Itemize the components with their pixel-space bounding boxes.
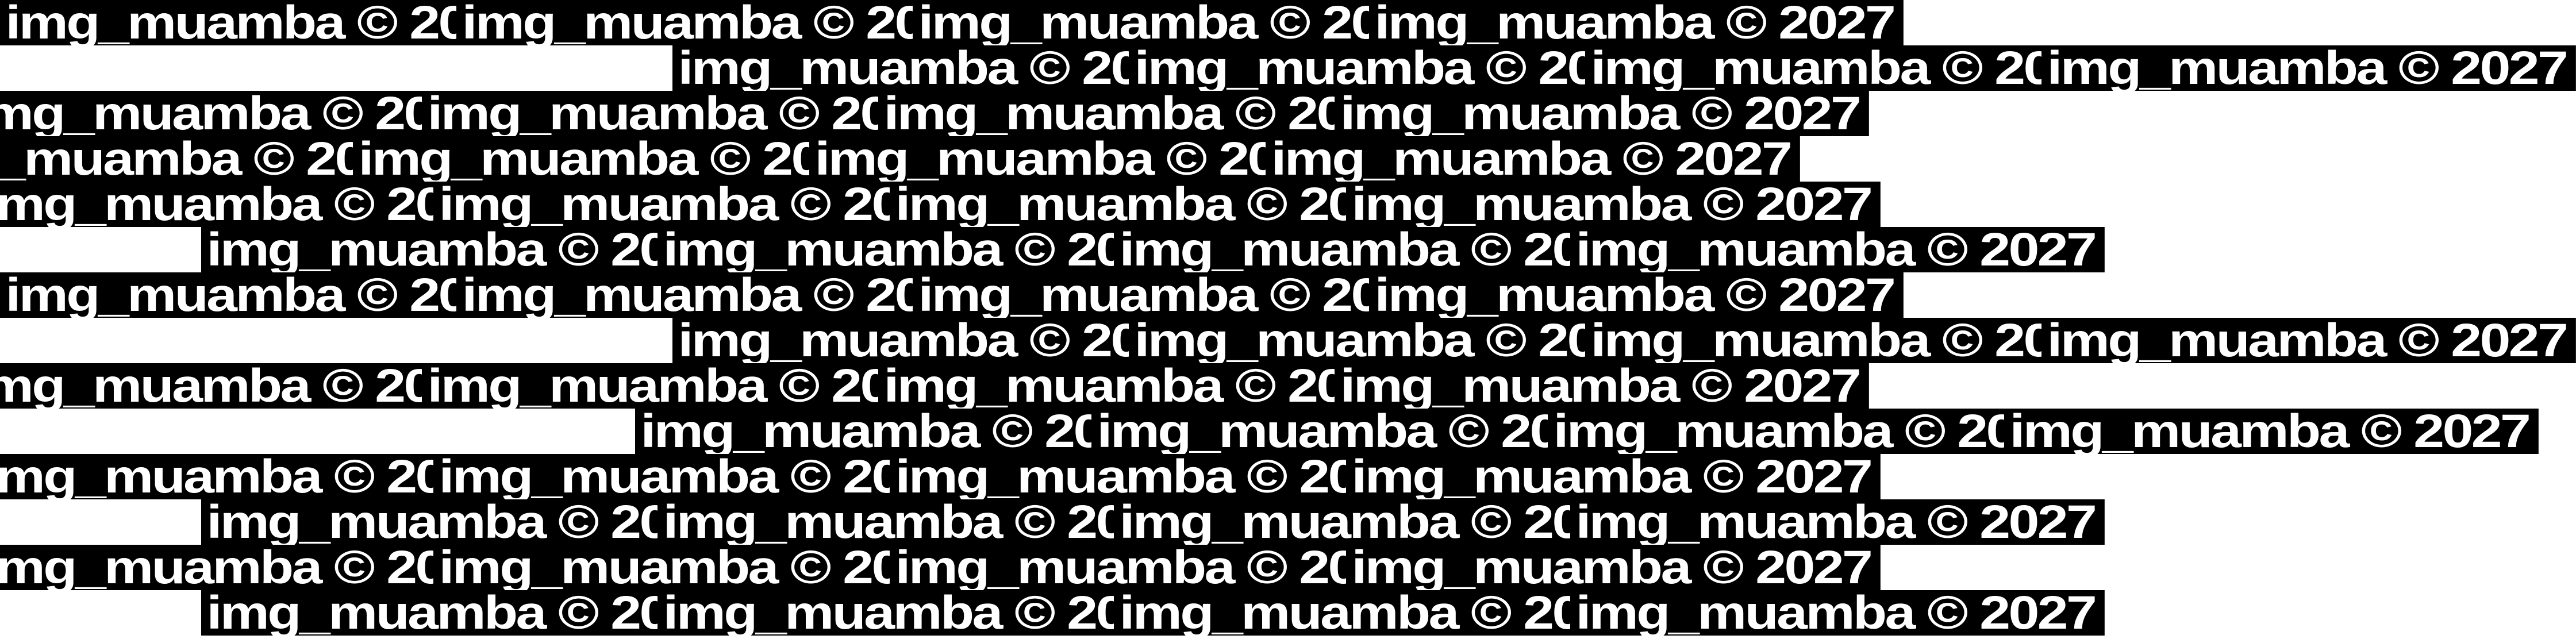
watermark-text: img_muamba © 2027: [201, 499, 736, 546]
watermark-stripe: img_muamba © 2027img_muamba © 2027img_mu…: [0, 181, 1881, 228]
watermark-text: img_muamba © 2027: [1548, 408, 2082, 455]
watermark-text: img_muamba © 2027: [433, 544, 968, 591]
watermark-stripe: img_muamba © 2027img_muamba © 2027img_mu…: [0, 408, 2539, 455]
watermark-stripe: img_muamba © 2027img_muamba © 2027img_mu…: [0, 453, 1881, 501]
watermark-text: img_muamba © 2027: [433, 453, 968, 501]
watermark-stripe: img_muamba © 2027img_muamba © 2027img_mu…: [0, 544, 1881, 591]
watermark-text: img_muamba © 2027: [2041, 317, 2576, 364]
watermark-text: img_muamba © 2027: [878, 90, 1413, 137]
watermark-stripe: img_muamba © 2027img_muamba © 2027img_mu…: [0, 590, 2105, 637]
watermark-text: img_muamba © 2027: [0, 453, 512, 501]
watermark-text: img_muamba © 2027: [422, 90, 956, 137]
watermark-text: img_muamba © 2027: [1346, 544, 1881, 591]
watermark-text: img_muamba © 2027: [433, 181, 968, 228]
watermark-text: img_muamba © 2027: [2004, 408, 2539, 455]
watermark-text: img_muamba © 2027: [0, 181, 512, 228]
watermark-text: img_muamba © 2027: [890, 544, 1424, 591]
watermark-text: img_muamba © 2027: [0, 544, 512, 591]
watermark-text: img_muamba © 2027: [1266, 136, 1800, 183]
watermark-stripe: img_muamba © 2027img_muamba © 2027img_mu…: [0, 136, 1800, 183]
watermark-text: img_muamba © 2027: [1129, 45, 1663, 92]
watermark-text: img_muamba © 2027: [1346, 181, 1881, 228]
watermark-text: img_muamba © 2027: [1335, 363, 1869, 410]
watermark-text: img_muamba © 2027: [658, 226, 1192, 274]
watermark-text: img_muamba © 2027: [0, 90, 500, 137]
watermark-text: img_muamba © 2027: [1114, 499, 1648, 546]
watermark-text: img_muamba © 2027: [1114, 226, 1648, 274]
watermark-text: img_muamba © 2027: [422, 363, 956, 410]
watermark-text: img_muamba © 2027: [913, 0, 1447, 47]
watermark-text: img_muamba © 2027: [0, 0, 535, 47]
watermark-text: img_muamba © 2027: [890, 453, 1424, 501]
watermark-text: img_muamba © 2027: [913, 272, 1447, 319]
watermark-text: img_muamba © 2027: [878, 363, 1413, 410]
watermark-text: img_muamba © 2027: [1129, 317, 1663, 364]
watermark-stripe: img_muamba © 2027img_muamba © 2027img_mu…: [0, 90, 1869, 137]
watermark-text: img_muamba © 2027: [353, 136, 887, 183]
watermark-text: img_muamba © 2027: [890, 181, 1424, 228]
watermark-stripe: img_muamba © 2027img_muamba © 2027img_mu…: [0, 363, 1869, 410]
watermark-text: img_muamba © 2027: [201, 590, 736, 637]
watermark-text: img_muamba © 2027: [1335, 90, 1869, 137]
watermark-text: img_muamba © 2027: [1346, 453, 1881, 501]
watermark-text: img_muamba © 2027: [1570, 499, 2105, 546]
watermark-text: img_muamba © 2027: [1570, 226, 2105, 274]
watermark-text: img_muamba © 2027: [1570, 590, 2105, 637]
watermark-stripe: img_muamba © 2027img_muamba © 2027img_mu…: [0, 272, 1904, 319]
watermark-text: img_muamba © 2027: [1114, 590, 1648, 637]
watermark-text: img_muamba © 2027: [672, 317, 1207, 364]
watermark-text: img_muamba © 2027: [1091, 408, 1626, 455]
watermark-text: img_muamba © 2027: [635, 408, 1170, 455]
watermark-text: img_muamba © 2027: [672, 45, 1207, 92]
watermark-stripe: img_muamba © 2027img_muamba © 2027img_mu…: [0, 226, 2105, 274]
watermark-text: img_muamba © 2027: [2041, 45, 2576, 92]
watermark-text: img_muamba © 2027: [658, 590, 1192, 637]
watermark-text: img_muamba © 2027: [201, 226, 736, 274]
watermark-text: img_muamba © 2027: [456, 0, 991, 47]
watermark-text: img_muamba © 2027: [658, 499, 1192, 546]
watermark-text: img_muamba © 2027: [1585, 317, 2120, 364]
watermark-text: img_muamba © 2027: [456, 272, 991, 319]
watermark-text: img_muamba © 2027: [809, 136, 1344, 183]
watermark-stripe: img_muamba © 2027img_muamba © 2027img_mu…: [0, 317, 2576, 364]
watermark-text: img_muamba © 2027: [0, 272, 535, 319]
watermark-text: img_muamba © 2027: [1369, 0, 1904, 47]
watermark-stripe: img_muamba © 2027img_muamba © 2027img_mu…: [0, 0, 1904, 47]
watermark-text: img_muamba © 2027: [1369, 272, 1904, 319]
watermark-stripe: img_muamba © 2027img_muamba © 2027img_mu…: [0, 45, 2576, 92]
watermark-text: img_muamba © 2027: [1585, 45, 2120, 92]
watermark-stripe: img_muamba © 2027img_muamba © 2027img_mu…: [0, 499, 2105, 546]
watermark-text: img_muamba © 2027: [0, 363, 500, 410]
